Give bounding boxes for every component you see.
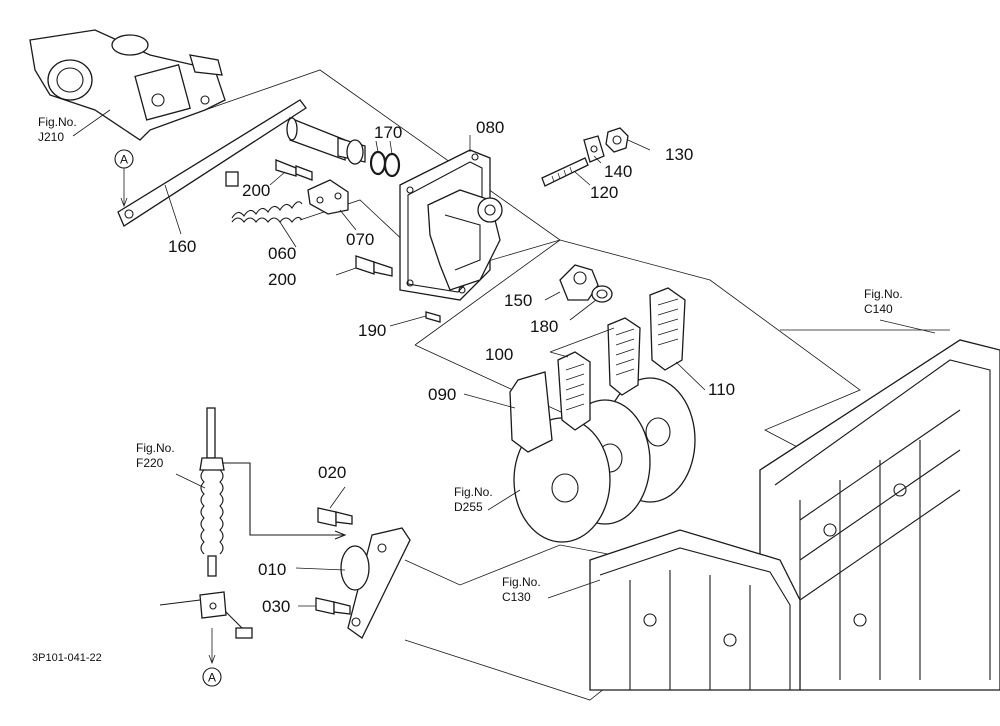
part-140-plate [583,135,605,163]
label-160: 160 [168,237,196,256]
part-070-bracket [307,179,349,215]
fig-d255-prefix: Fig.No. [454,485,493,499]
marker-a-bottom-text: A [208,671,216,685]
label-110: 110 [708,380,735,399]
part-130-nut [605,127,629,153]
part-100-linings [557,317,641,431]
housing-j210 [29,29,226,141]
fig-f220-prefix: Fig.No. [136,441,175,455]
label-150: 150 [504,291,532,310]
fig-c140-code: C140 [864,302,893,316]
label-020: 020 [318,463,346,482]
label-200-lower: 200 [268,270,296,289]
part-150-cam [559,264,599,301]
part-030-bolt [315,597,351,615]
part-160-arm [117,99,366,227]
label-190: 190 [358,321,386,340]
label-080: 080 [476,118,504,137]
label-170: 170 [374,123,402,142]
marker-a-bottom: A [202,667,222,687]
drawing-code: 3P101-041-22 [32,652,102,664]
discs-d255 [513,377,696,543]
part-090-plate [509,371,553,453]
label-100: 100 [485,345,513,364]
part-200-bolt-lower [355,255,393,277]
label-130: 130 [665,145,693,164]
housing-c130 [589,529,801,691]
label-010: 010 [258,560,286,579]
part-120-stud [541,157,589,187]
part-190-pin [425,311,441,323]
part-number-labels: 170 080 130 140 120 200 070 060 160 200 … [168,118,735,616]
label-030: 030 [262,597,290,616]
fig-c140-prefix: Fig.No. [864,287,903,301]
fig-c130-prefix: Fig.No. [502,575,541,589]
label-070: 070 [346,230,374,249]
label-140: 140 [604,162,632,181]
marker-a-top: A [114,149,134,169]
leader-lines [72,109,936,665]
marker-a-top-text: A [120,153,128,167]
label-180: 180 [530,317,558,336]
frame-lines [204,69,950,701]
fig-j210-code: J210 [38,130,64,144]
fig-f220-code: F220 [136,456,164,470]
part-060-spring [231,201,303,223]
part-010-cover [340,527,411,639]
part-200-bolt-upper [275,159,313,181]
part-020-bolt [317,507,353,527]
figure-references: Fig.No. J210 Fig.No. C140 Fig.No. F220 F… [38,115,903,604]
fig-d255-code: D255 [454,500,483,514]
fig-j210-prefix: Fig.No. [38,115,77,129]
part-180-ring [591,285,613,303]
part-110-lining [649,287,686,371]
label-120: 120 [590,183,618,202]
part-080-plate [399,149,503,301]
label-090: 090 [428,385,456,404]
fig-c130-code: C130 [502,590,531,604]
part-170-orings [369,150,401,178]
rod-f220 [159,407,347,639]
label-200-upper: 200 [242,181,270,200]
label-060: 060 [268,244,296,263]
